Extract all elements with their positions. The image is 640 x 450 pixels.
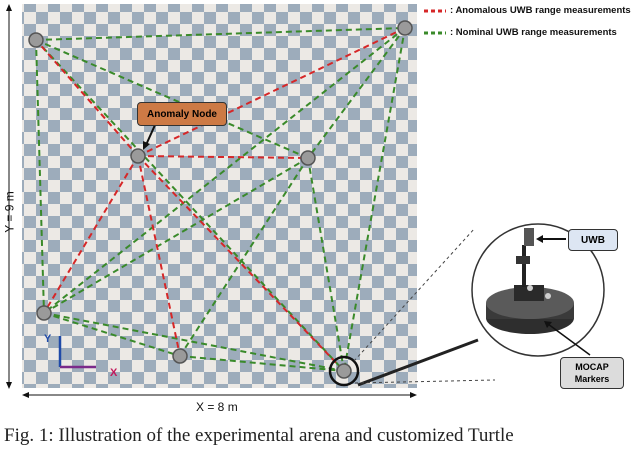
anomalous-link	[35, 39, 139, 157]
robot-node	[336, 363, 352, 379]
anomalous-link	[137, 155, 309, 159]
magnifier-handle	[357, 338, 479, 387]
mocap-marker	[545, 293, 551, 299]
zoom-guide-line	[354, 379, 496, 384]
x-extent-arrowhead-left	[22, 392, 29, 398]
nominal-link	[307, 27, 406, 159]
uwb-mount	[516, 256, 530, 264]
mocap-label-line2: Markers	[574, 374, 610, 384]
mocap-label: MOCAP Markers	[560, 357, 624, 389]
nominal-links	[35, 27, 406, 372]
legend-nominal-label: : Nominal UWB range measurements	[450, 27, 617, 38]
mocap-callout-arrow	[547, 323, 591, 356]
nominal-link	[35, 39, 345, 372]
anomaly-node	[130, 148, 146, 164]
uwb-label: UWB	[568, 229, 618, 251]
robot-top	[486, 287, 574, 319]
anomaly-arrowhead	[143, 141, 150, 150]
axis-x-label: X	[110, 367, 118, 379]
anomalous-link	[137, 155, 181, 357]
nominal-link	[43, 312, 181, 357]
nominal-link	[43, 27, 406, 314]
nominal-link	[307, 157, 345, 372]
y-extent-arrowhead-top	[6, 4, 12, 11]
mocap-callout-arrowhead	[544, 321, 552, 328]
uwb-label-text: UWB	[581, 234, 605, 246]
robot-deck	[514, 285, 544, 301]
legend-anomalous-label: : Anomalous UWB range measurements	[450, 5, 631, 16]
anomalous-link	[43, 155, 139, 314]
uwb-node	[172, 348, 188, 364]
y-extent-label: Y = 9 m	[2, 191, 17, 233]
nominal-link	[43, 312, 345, 372]
magnifier-lens	[328, 355, 360, 387]
nominal-link	[343, 27, 406, 372]
uwb-callout-arrowhead	[536, 235, 543, 243]
uwb-nodes	[28, 20, 413, 379]
nominal-link	[35, 27, 406, 41]
uwb-mast	[522, 245, 526, 287]
y-extent-arrowhead-bottom	[6, 382, 12, 389]
x-extent-label: X = 8 m	[196, 400, 238, 414]
mocap-label-line1: MOCAP	[575, 362, 609, 372]
uwb-node	[28, 32, 44, 48]
axis-y-label: Y	[44, 333, 52, 345]
x-extent-arrowhead-right	[410, 392, 417, 398]
arena-floor	[22, 4, 417, 388]
anomaly-node-label: Anomaly Node	[137, 102, 227, 126]
uwb-antenna	[524, 228, 534, 246]
nominal-link	[35, 39, 45, 314]
mocap-marker	[527, 285, 533, 291]
figure-caption: Fig. 1: Illustration of the experimental…	[4, 425, 514, 446]
nominal-link	[43, 157, 309, 314]
anomaly-arrow	[145, 124, 156, 146]
nominal-link	[179, 355, 345, 372]
uwb-node	[36, 305, 52, 321]
uwb-node	[397, 20, 413, 36]
anomalous-links	[35, 27, 406, 372]
uwb-node	[300, 150, 316, 166]
